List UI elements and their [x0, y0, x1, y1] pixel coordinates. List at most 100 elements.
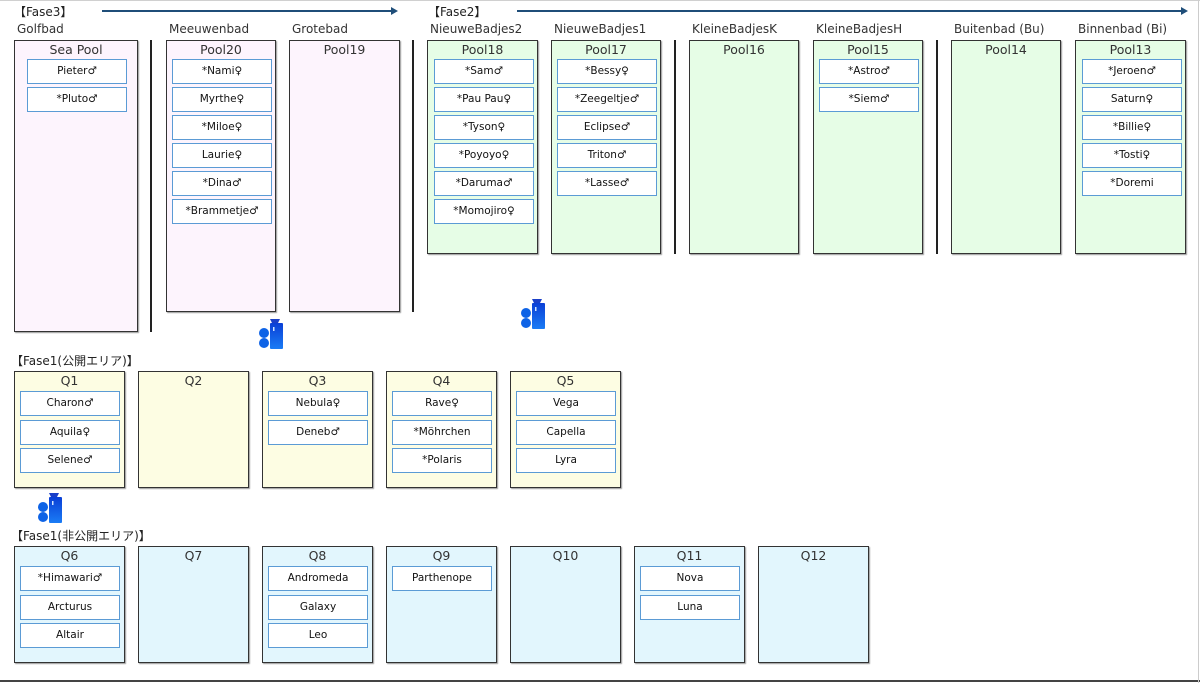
animal-card[interactable]: Deneb♂	[268, 419, 368, 445]
animal-card[interactable]: Luna	[640, 594, 740, 620]
pool-title: Pool20	[200, 42, 242, 57]
animal-card[interactable]: *Polaris	[392, 448, 492, 473]
area-title: Q12	[800, 548, 827, 563]
pool-container[interactable]: Pool19	[289, 40, 400, 312]
animal-card[interactable]: *Daruma♂	[434, 171, 534, 196]
pool-container[interactable]: Pool15*Astro♂*Siem♂	[813, 40, 923, 254]
pool-title: Pool17	[585, 42, 627, 57]
animal-card[interactable]: *Billie♀	[1082, 115, 1182, 140]
animal-card[interactable]: *Möhrchen	[392, 419, 492, 445]
animal-card[interactable]: *Astro♂	[819, 59, 919, 84]
animal-card[interactable]: Triton♂	[557, 143, 657, 168]
animal-card[interactable]: Pieter♂	[27, 59, 127, 84]
animal-card[interactable]: *Zeegeltje♂	[557, 87, 657, 112]
animal-card[interactable]: Arcturus	[20, 594, 120, 620]
phase-label-fase2: 【Fase2】	[428, 5, 487, 19]
animal-card[interactable]: *Lasse♂	[557, 171, 657, 196]
pool-title: Pool14	[985, 42, 1027, 57]
animal-card[interactable]: *Miloe♀	[172, 115, 272, 140]
pool-container[interactable]: Pool13*Jeroen♂Saturn♀*Billie♀*Tosti♀*Dor…	[1075, 40, 1186, 254]
area-label: Binnenbad (Bi)	[1078, 22, 1168, 36]
pool-container[interactable]: Pool16	[689, 40, 799, 254]
animal-card[interactable]: Parthenope	[392, 566, 492, 591]
divider	[150, 40, 152, 332]
area-label: KleineBadjesK	[692, 22, 777, 36]
area-label: Buitenbad (Bu)	[954, 22, 1045, 36]
pool-title: Pool16	[723, 42, 765, 57]
phase-label-fase1-public: 【Fase1(公開エリア)】	[11, 354, 139, 368]
area-label: Golfbad	[17, 22, 64, 36]
animal-card[interactable]: Charon♂	[20, 391, 120, 416]
animal-card[interactable]: Myrthe♀	[172, 87, 272, 112]
pool-container[interactable]: Pool17 *Bessy♀ *Zeegeltje♂ Eclipse♂ Triton♂ *…	[551, 40, 661, 254]
animal-card[interactable]: Saturn♀	[1082, 87, 1182, 112]
animal-card[interactable]: Eclipse♂	[557, 115, 657, 140]
animal-card[interactable]: *Tosti♀	[1082, 143, 1182, 168]
animal-card[interactable]: Laurie♀	[172, 143, 272, 168]
animal-card[interactable]: *Sam♂	[434, 59, 534, 84]
animal-card[interactable]: Selene♂	[20, 448, 120, 473]
pool-container[interactable]: Pool18 *Sam♂ *Pau Pau♀ *Tyson♀ *Poyoyo♀ *Daru…	[427, 40, 538, 254]
animal-card[interactable]: *Pau Pau♀	[434, 87, 534, 112]
phase-arrow	[102, 7, 398, 14]
pool-title: Pool19	[323, 42, 366, 57]
animal-card[interactable]: *Bessy♀	[557, 59, 657, 84]
animal-card[interactable]: Galaxy	[268, 594, 368, 620]
animal-card[interactable]: *Poyoyo♀	[434, 143, 534, 168]
area-container[interactable]: Q7	[138, 546, 249, 663]
animal-card[interactable]: Aquila♀	[20, 419, 120, 445]
phase-label-fase1-private: 【Fase1(非公開エリア)】	[11, 529, 151, 543]
area-label: Meeuwenbad	[169, 22, 250, 36]
area-label: KleineBadjesH	[816, 22, 903, 36]
animal-card[interactable]: *Tyson♀	[434, 115, 534, 140]
pool-title: Sea Pool	[49, 42, 103, 57]
animal-card[interactable]: Lyra	[516, 448, 616, 473]
pool-container[interactable]: Pool20 *Nami♀ Myrthe♀ *Miloe♀ Laurie♀ *Dina♂ *…	[166, 40, 276, 312]
area-container[interactable]: Q2	[138, 371, 249, 488]
divider	[936, 40, 938, 254]
area-title: Q6	[60, 548, 79, 563]
camera-icon[interactable]	[258, 319, 284, 349]
animal-card[interactable]: *Himawari♂	[20, 566, 120, 591]
camera-icon[interactable]	[520, 299, 546, 329]
animal-card[interactable]: *Jeroen♂	[1082, 59, 1182, 84]
area-title: Q1	[60, 373, 79, 388]
animal-card[interactable]: Vega	[516, 391, 616, 416]
pool-title: Pool18	[461, 42, 504, 57]
area-label: NieuweBadjes2	[430, 22, 523, 36]
animal-card[interactable]: *Dina♂	[172, 171, 272, 196]
divider	[412, 40, 414, 312]
animal-card[interactable]: Leo	[268, 623, 368, 648]
animal-card[interactable]: *Momojiro♀	[434, 199, 534, 224]
animal-card[interactable]: Nova	[640, 566, 740, 591]
animal-card[interactable]: Altair	[20, 623, 120, 648]
bottom-border	[0, 680, 1200, 682]
animal-card[interactable]: Rave♀	[392, 391, 492, 416]
area-container[interactable]: Q12	[758, 546, 869, 663]
animal-card[interactable]: Andromeda	[268, 566, 368, 591]
area-container[interactable]: Q10	[510, 546, 621, 663]
animal-card[interactable]: *Doremi	[1082, 171, 1182, 196]
area-title: Q2	[184, 373, 203, 388]
camera-icon[interactable]	[37, 493, 63, 523]
animal-card[interactable]: *Nami♀	[172, 59, 272, 84]
animal-card[interactable]: *Pluto♂	[27, 87, 127, 112]
phase-label-fase3: 【Fase3】	[14, 5, 73, 19]
animal-card[interactable]: Capella	[516, 419, 616, 445]
area-title: Q10	[552, 548, 579, 563]
animal-card[interactable]: *Brammetje♂	[172, 199, 272, 224]
animal-card[interactable]: *Siem♂	[819, 87, 919, 112]
animal-card[interactable]: Nebula♀	[268, 391, 368, 416]
area-title: Q9	[432, 548, 451, 563]
pool-container[interactable]: Pool14	[951, 40, 1061, 254]
right-border	[1198, 1, 1199, 683]
